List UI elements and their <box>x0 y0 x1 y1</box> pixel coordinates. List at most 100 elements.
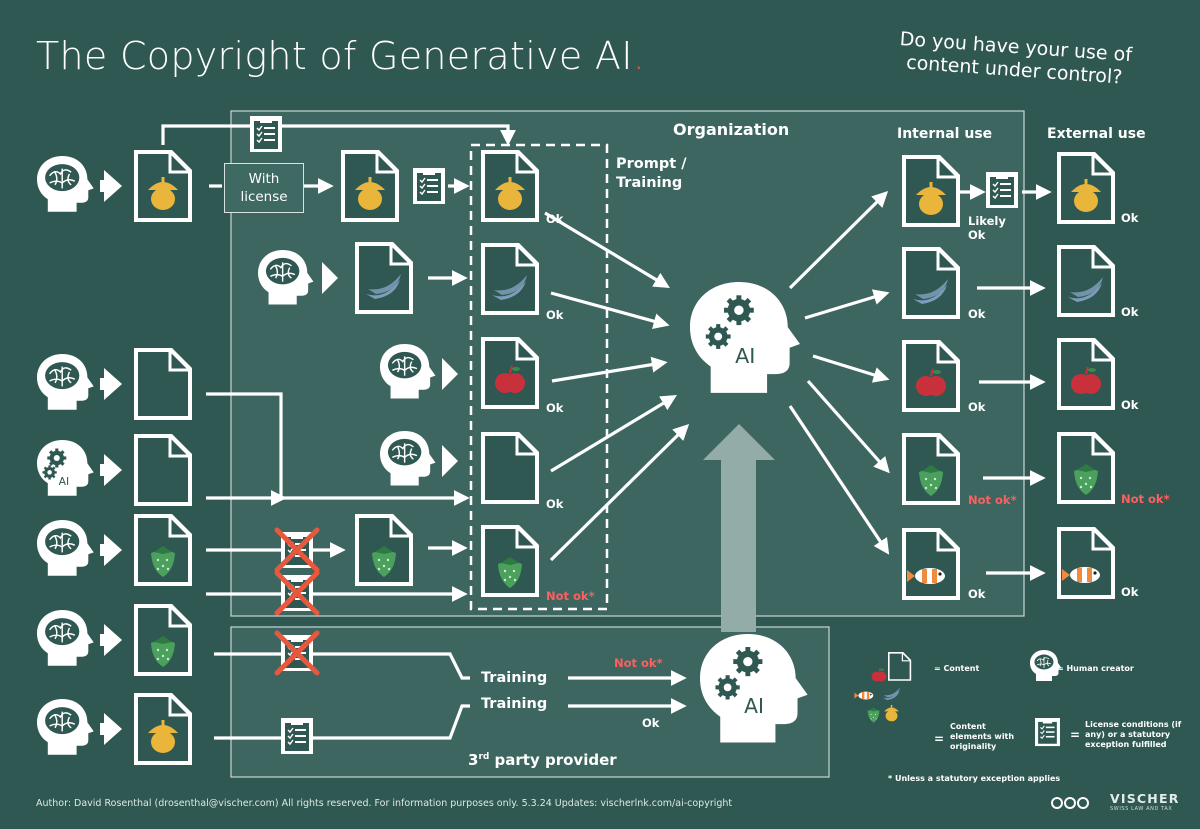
training-label: Training <box>481 670 548 686</box>
svg-text:AI: AI <box>59 475 70 488</box>
creates-arrow <box>104 368 122 400</box>
status-ok: Ok <box>1121 211 1139 225</box>
legend-human-creator: = Human creator <box>1057 664 1134 673</box>
creates-arrow-stem <box>100 378 106 390</box>
organization-ai-model-icon: AI <box>690 282 800 393</box>
flow-line <box>214 704 470 740</box>
flow-arrow <box>806 379 890 474</box>
flow-arrow <box>551 356 668 383</box>
flow-arrow <box>549 423 690 562</box>
status-ok: Ok <box>546 308 564 322</box>
license-badge-icon <box>1053 799 1061 807</box>
human-creator-icon <box>258 250 314 305</box>
human-creator-icon <box>380 431 436 486</box>
status-ok: Ok <box>546 212 564 226</box>
source-content-icon <box>134 348 192 420</box>
source-content-icon <box>134 514 192 586</box>
license-missing-icon <box>274 630 320 676</box>
licensed-content-icon <box>341 150 399 222</box>
license-icon <box>413 168 445 204</box>
external-output-icon <box>1057 245 1115 317</box>
external-output-icon <box>1057 152 1115 224</box>
status-ok: Ok <box>1121 305 1139 319</box>
svg-text:AI: AI <box>744 694 764 718</box>
legend-license-icon <box>1035 718 1060 747</box>
human-creator-icon <box>37 354 94 410</box>
status-ok: Ok <box>546 497 564 511</box>
flow-arrow <box>812 354 890 383</box>
flow-arrow <box>804 289 890 320</box>
creates-arrow <box>322 262 338 294</box>
source-content-icon <box>134 693 192 765</box>
creates-arrow <box>104 624 122 656</box>
legend-content-icon <box>888 652 912 681</box>
legend-license-conditions: License conditions (if any) or a statuto… <box>1085 720 1182 749</box>
footer-author: Author: David Rosenthal (drosenthal@visc… <box>36 798 733 809</box>
source-content-icon <box>134 604 192 676</box>
status-likely-ok: Likely Ok <box>968 214 1006 242</box>
content-icon <box>355 242 413 314</box>
legend-equals: = <box>1070 728 1081 742</box>
creates-arrow <box>442 358 458 390</box>
creates-arrow-stem <box>100 464 106 476</box>
source-content-icon <box>134 150 192 222</box>
human-creator-icon <box>37 520 94 576</box>
creates-arrow-stem <box>100 634 106 646</box>
prompt-training-box <box>469 143 609 611</box>
source-content-icon <box>134 434 192 506</box>
prompt-content-icon <box>481 337 539 409</box>
human-creator-icon <box>37 699 94 755</box>
license-icon <box>281 718 313 754</box>
legend-equals: = <box>934 732 945 746</box>
internal-output-icon <box>902 340 960 412</box>
flow-arrow <box>550 291 670 330</box>
human-creator-icon <box>380 344 436 399</box>
flow-arrow <box>788 405 890 555</box>
provider-to-ai-arrow <box>703 424 775 632</box>
flow-arrow <box>550 395 677 473</box>
creates-arrow-stem <box>100 180 106 192</box>
training-label: Training <box>481 696 548 712</box>
flow-arrow <box>544 211 670 288</box>
flow-line <box>214 652 470 680</box>
prompt-content-icon <box>481 150 539 222</box>
flow-arrow <box>206 392 470 506</box>
training-status-ok: Ok <box>642 716 660 730</box>
license-badge-icon <box>1079 799 1087 807</box>
creates-arrow <box>104 713 122 745</box>
training-status-not-ok: Not ok* <box>614 656 663 670</box>
provider-ai-model-icon: AI <box>700 634 808 743</box>
status-not-ok: Not ok* <box>546 589 595 603</box>
status-ok: Ok <box>968 307 986 321</box>
creates-arrow-stem <box>100 544 106 556</box>
legend-content-elements: Content elements with originality <box>950 722 1015 751</box>
status-ok: Ok <box>1121 585 1139 599</box>
human-creator-icon <box>37 156 94 212</box>
status-ok: Ok <box>1121 398 1139 412</box>
license-missing-icon <box>274 527 320 573</box>
creates-arrow-stem <box>100 723 106 735</box>
creates-arrow <box>442 445 458 477</box>
external-output-icon <box>1057 338 1115 410</box>
organization-header: Organization <box>673 120 790 139</box>
brand-logo: VISCHER <box>1110 791 1180 806</box>
prompt-content-icon <box>481 243 539 315</box>
human-creator-icon <box>37 610 94 666</box>
internal-output-icon <box>902 528 960 600</box>
svg-text:AI: AI <box>735 344 755 368</box>
status-not-ok: Not ok* <box>968 493 1017 507</box>
internal-output-icon <box>902 247 960 319</box>
license-badge-icon <box>1066 799 1074 807</box>
internal-output-icon <box>902 155 960 227</box>
external-use-header: External use <box>1047 126 1146 142</box>
legend-elements-icon <box>854 668 900 723</box>
status-not-ok: Not ok* <box>1121 492 1170 506</box>
external-output-icon <box>1057 527 1115 599</box>
status-ok: Ok <box>546 401 564 415</box>
status-ok: Ok <box>968 400 986 414</box>
third-party-provider-label: 3rd party provider <box>468 751 617 769</box>
page-title: The Copyright of Generative AI. <box>36 34 646 78</box>
license-icon <box>250 116 282 152</box>
prompt-content-icon <box>481 525 539 597</box>
